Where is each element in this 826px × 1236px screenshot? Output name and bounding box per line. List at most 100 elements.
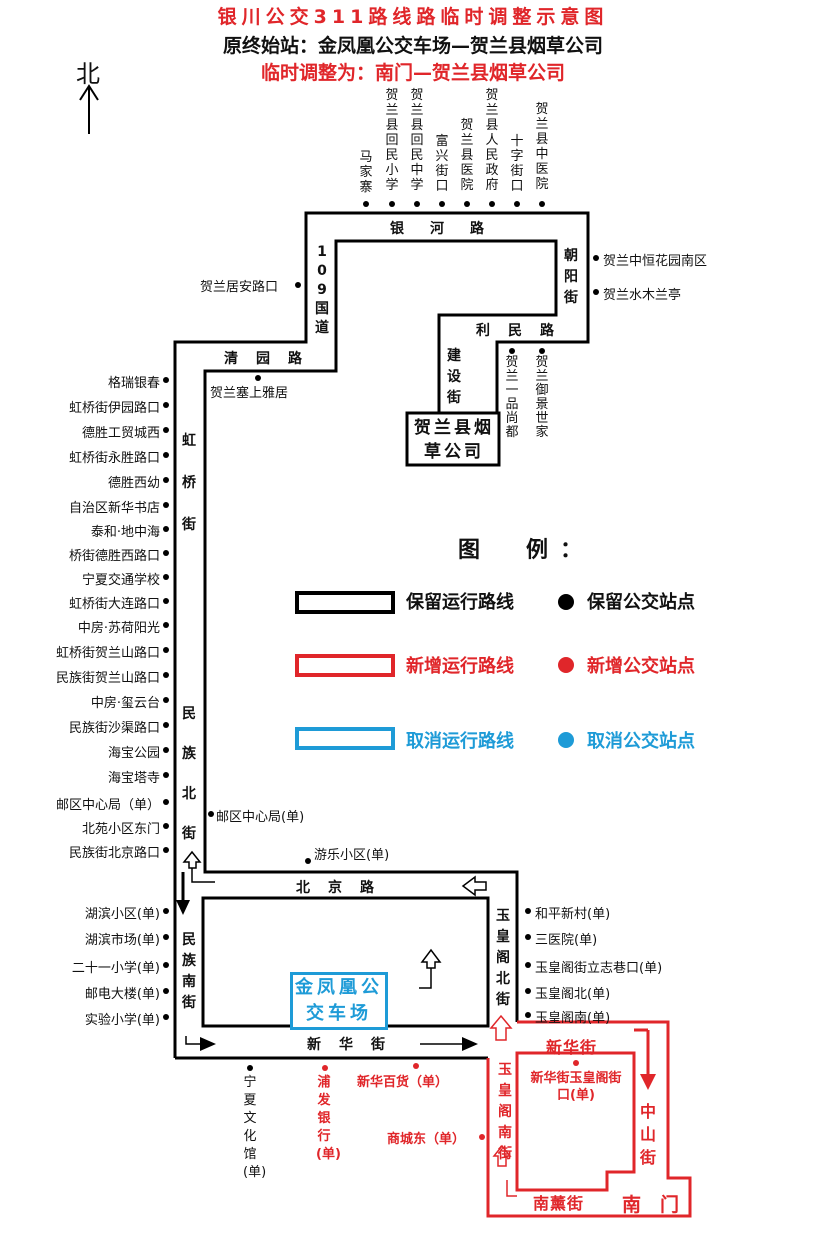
stop-zhengfu: 贺兰县人民政府 [485,88,499,193]
left-stop-item: 桥街德胜西路口 [68,549,160,564]
left-stop-item: 德胜西幼 [107,476,160,491]
left-stop-item: 北苑小区东门 [81,822,160,837]
stop-youle: 游乐小区(单) [314,848,390,863]
yuhuang-stop-item: 玉皇阁街立志巷口(单) [535,961,663,976]
legend-cancel-route: 取消运行路线 [406,731,514,752]
legend-keep-stop: 保留公交站点 [587,592,695,613]
north-arrow-icon [79,84,99,134]
stop-majiazhai: 马家寨 [359,150,373,195]
left-stop-item: 泰和·地中海 [90,525,160,540]
minzunan-stop-item: 邮电大楼(单) [84,987,160,1002]
stop-fuxing: 富兴街口 [435,134,449,194]
left-stop-item: 宁夏交通学校 [81,573,160,588]
stop-yipin: 贺兰一品尚都 [505,355,519,440]
terminal-yancao: 贺兰县烟草公司 [414,418,494,462]
left-stop-item: 中房·玺云台 [90,696,160,711]
legend-new-route-swatch [295,654,395,677]
road-yuhuangnan: 玉皇阁南街 [498,1062,512,1162]
original-route: 原终始站：金凤凰公交车场—贺兰县烟草公司 [222,35,603,57]
road-jianshe: 建设街 [447,348,461,406]
road-hongqiao: 虹桥街 [182,433,196,533]
stop-shizi: 十字街口 [510,134,524,194]
stop-wenhuaguan: 宁夏文化馆(单) [243,1075,267,1180]
minzunan-stop-item: 实验小学(单) [84,1013,160,1028]
left-stop-item: 虹桥街大连路口 [68,597,160,612]
stop-zhongyiyuan: 贺兰县中医院 [535,102,549,192]
terminal-depot: 金凤凰公交车场 [290,972,388,1030]
stop-yiyuan: 贺兰县医院 [460,118,474,193]
legend-new-stop-dot [558,657,574,673]
stop-juan: 贺兰居安路口 [200,280,279,295]
arrow-xinhua-right-1-icon [185,1036,216,1051]
yuhuang-stop-item: 和平新村(单) [535,907,611,922]
new-stop-dots [322,1060,579,1140]
arrow-yuhuang-up-icon [489,1014,513,1041]
arrow-minzunan-down-icon [176,872,190,915]
stop-xinhua-yuhuang: 新华街玉皇阁街口(单) [530,1071,622,1103]
left-stop-item: 虹桥街贺兰山路口 [55,646,160,661]
left-stop-item: 虹桥街伊园路口 [68,401,160,416]
road-limin: 利 民 路 [476,323,556,339]
left-stop-item: 民族街沙渠路口 [68,721,160,736]
left-stop-item: 虹桥街永胜路口 [68,451,160,466]
road-xinhua: 新 华 街 [307,1037,387,1053]
yuhuang-stop-item: 玉皇阁北(单) [535,987,611,1002]
road-minzunan: 民族南街 [182,932,196,1011]
map-title: 银川公交311路线路临时调整示意图 [217,6,609,28]
minzunan-stop-item: 湖滨小区(单) [84,907,160,922]
stop-huimin-xiaoxue: 贺兰县回民小学 [385,88,399,193]
minzunan-stop-item: 二十一小学(单) [71,961,160,976]
road-chaoyang: 朝阳街 [564,248,578,306]
road-minzubei: 民族北街 [182,706,196,842]
left-stop-item: 民族街北京路口 [68,846,160,861]
stop-shangcheng: 商城东（单） [387,1132,466,1147]
road-guodao109: 109国道 [315,244,329,336]
legend-new-route: 新增运行路线 [406,656,514,677]
stop-shuimu: 贺兰水木兰亭 [603,288,682,303]
terminal-box [405,411,501,467]
arrow-beijing-up-icon [182,850,202,869]
stop-xinhua-baihuo: 新华百货（单） [357,1075,449,1090]
legend-new-stop: 新增公交站点 [587,656,695,677]
left-stop-item: 民族街贺兰山路口 [55,671,160,686]
road-nanxun: 南薰街 [533,1194,585,1213]
road-qingyuan: 清 园 路 [224,351,304,367]
stop-saishang: 贺兰塞上雅居 [210,386,289,401]
arrow-zhongshan-icon [634,1028,656,1090]
route-inner [203,239,558,1022]
road-beijing: 北 京 路 [296,880,376,896]
arrow-xinhua-right-2-icon [420,1037,478,1051]
left-stop-item: 格瑞银春 [107,376,160,391]
left-stop-item: 邮区中心局（单） [55,798,160,813]
route-new-outer [486,1020,692,1218]
road-yinhe: 银 河 路 [390,221,490,237]
temp-route: 临时调整为：南门—贺兰县烟草公司 [260,62,565,84]
arrow-depot-up-icon [420,948,442,969]
stop-zhongheng: 贺兰中恒花园南区 [603,254,708,269]
stop-dots [163,201,599,1071]
stop-yujing: 贺兰御景世家 [535,355,549,440]
left-stop-item: 海宝塔寺 [107,771,160,786]
left-stop-item: 自治区新华书店 [68,501,160,516]
place-nanmen: 南 门 [622,1194,680,1216]
road-yuhuangbei: 玉皇阁北街 [496,908,510,1008]
road-zhongshan: 中山街 [640,1102,657,1167]
north-label: 北 [76,60,100,88]
legend-title: 图 例： [458,538,595,563]
legend-keep-route-swatch [295,591,395,614]
left-stop-item: 海宝公园 [107,746,160,761]
stop-huimin-zhongxue: 贺兰县回民中学 [410,88,424,193]
legend-keep-route: 保留运行路线 [406,592,514,613]
legend-cancel-route-swatch [295,727,395,750]
stop-pufa: 浦发银行(单) [316,1075,341,1162]
arrow-beijing-left-icon [461,875,487,897]
minzunan-stop-item: 湖滨市场(单) [84,933,160,948]
route-new-inner [515,1051,636,1192]
route-outer [173,211,590,1058]
arrow-nanxun-up-icon [492,1144,512,1167]
road-xinhua-new: 新华街 [546,1038,598,1057]
stop-youqu-right: 邮区中心局(单) [216,810,305,825]
legend-cancel-stop: 取消公交站点 [587,731,695,752]
legend-cancel-stop-dot [558,732,574,748]
